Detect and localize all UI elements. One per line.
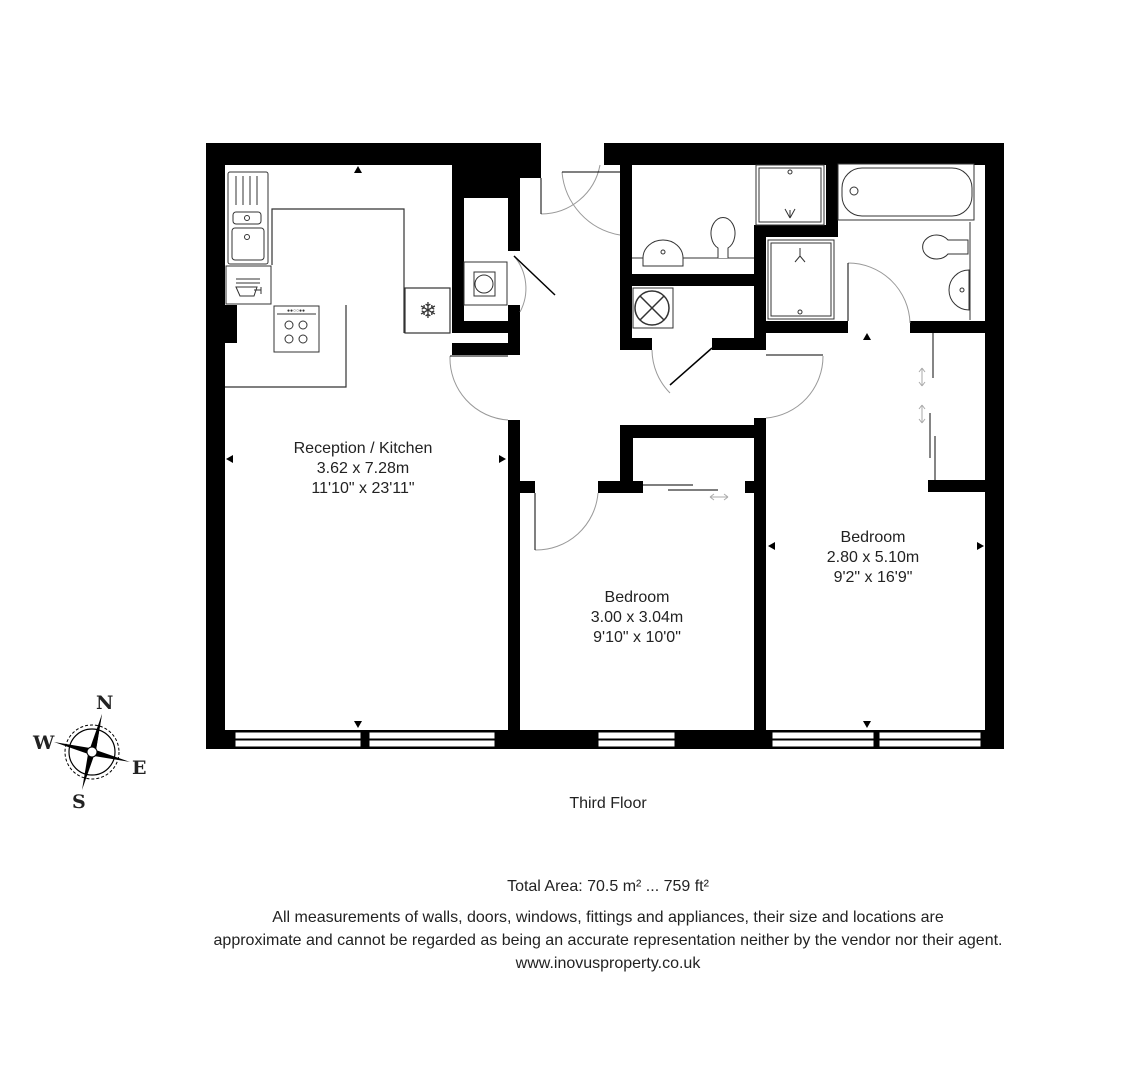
boiler-icon bbox=[632, 287, 674, 329]
sliding-doors bbox=[643, 333, 936, 491]
room-name: Bedroom bbox=[840, 529, 906, 546]
room-label-bedroom-2: Bedroom 2.80 x 5.10m 9'2" x 16'9" bbox=[773, 528, 973, 588]
room-name: Reception / Kitchen bbox=[293, 440, 433, 457]
washing-machine-icon bbox=[463, 261, 508, 306]
disclaimer-line-1: All measurements of walls, doors, window… bbox=[272, 909, 944, 926]
room-imperial: 11'10" x 23'11" bbox=[311, 480, 415, 497]
floor-label: Third Floor bbox=[569, 795, 647, 812]
compass-east: E bbox=[132, 757, 147, 779]
room-imperial: 9'10" x 10'0" bbox=[593, 629, 681, 646]
room-label-reception-kitchen: Reception / Kitchen 3.62 x 7.28m 11'10" … bbox=[263, 439, 463, 499]
slide-arrows bbox=[709, 367, 926, 501]
compass-rose-icon bbox=[54, 714, 130, 790]
doors bbox=[449, 164, 911, 551]
hob-icon: ●●○○●● bbox=[273, 305, 320, 353]
walls bbox=[206, 143, 1004, 749]
room-name: Bedroom bbox=[604, 589, 670, 606]
total-area: Total Area: 70.5 m² ... 759 ft² bbox=[507, 878, 709, 895]
shower-room-fixtures bbox=[632, 164, 825, 267]
dishwasher-icon bbox=[225, 265, 272, 305]
disclaimer-line-2: approximate and cannot be regarded as be… bbox=[213, 932, 1003, 949]
room-label-bedroom-1: Bedroom 3.00 x 3.04m 9'10" x 10'0" bbox=[537, 588, 737, 648]
room-metric: 3.62 x 7.28m bbox=[316, 460, 410, 477]
dimension-markers bbox=[226, 166, 984, 728]
website: www.inovusproperty.co.uk bbox=[515, 955, 701, 972]
svg-text:●●○○●●: ●●○○●● bbox=[287, 308, 305, 314]
compass-north: N bbox=[96, 692, 114, 714]
kitchen-counter bbox=[225, 208, 405, 388]
svg-text:❄: ❄ bbox=[419, 298, 437, 323]
sink-icon bbox=[227, 171, 269, 265]
compass-south: S bbox=[72, 791, 86, 813]
room-imperial: 9'2" x 16'9" bbox=[833, 569, 913, 586]
room-metric: 3.00 x 3.04m bbox=[590, 609, 684, 626]
fridge-icon: ❄ bbox=[404, 287, 451, 334]
bathroom-fixtures bbox=[767, 163, 975, 320]
compass-west: W bbox=[33, 732, 55, 754]
windows bbox=[234, 731, 982, 748]
room-metric: 2.80 x 5.10m bbox=[826, 549, 920, 566]
